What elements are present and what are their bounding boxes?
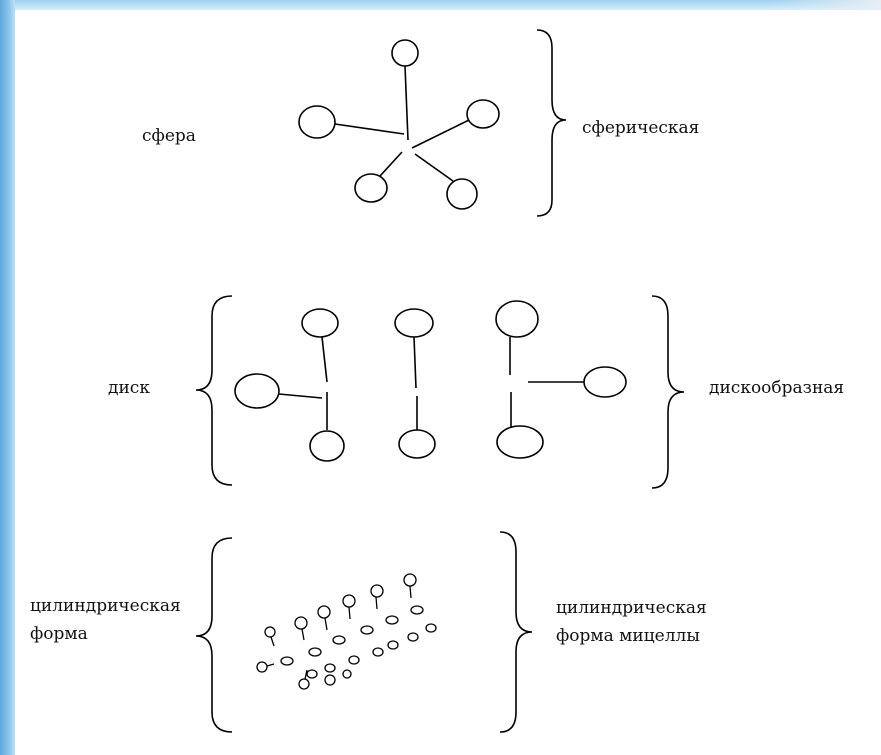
head-circle	[354, 173, 388, 203]
head-circle	[294, 616, 308, 630]
head-circle	[425, 623, 437, 633]
left-brace-cylinder	[195, 537, 233, 733]
head-circle	[306, 669, 318, 679]
head-circle	[394, 308, 434, 338]
head-circle	[317, 605, 331, 619]
head-circle	[309, 430, 345, 462]
tail-line	[334, 123, 405, 135]
right-brace-sphere	[536, 29, 567, 217]
left-decor-strip	[0, 0, 15, 755]
cylinder-right-label-line1: цилиндрическая	[556, 598, 707, 618]
right-brace-cylinder	[499, 531, 533, 733]
tail-line	[278, 393, 323, 399]
head-circle	[387, 640, 399, 650]
head-circle	[391, 39, 419, 67]
disk-right-label: дискообразная	[709, 378, 845, 398]
cylinder-micelle	[256, 573, 437, 690]
disk-left-label: диск	[108, 378, 150, 398]
head-circle	[332, 635, 346, 645]
head-circle	[410, 605, 424, 615]
tail-line	[414, 153, 454, 182]
top-decor-strip	[0, 0, 881, 10]
head-circle	[403, 573, 417, 587]
head-circle	[348, 655, 360, 665]
head-circle	[385, 615, 399, 625]
head-circle	[407, 632, 419, 642]
tail-line	[321, 336, 328, 383]
head-circle	[398, 429, 436, 459]
head-circle	[496, 425, 544, 459]
head-circle	[324, 663, 336, 673]
tail-line	[379, 151, 403, 177]
cylinder-right-label-line2: форма мицеллы	[556, 626, 700, 646]
sphere-left-label: сфера	[142, 126, 196, 146]
head-circle	[342, 594, 356, 608]
head-circle	[280, 656, 294, 666]
tail-line	[404, 65, 409, 141]
head-circle	[234, 373, 280, 409]
head-circle	[301, 308, 339, 338]
head-circle	[495, 300, 539, 338]
left-brace-disk	[195, 295, 233, 486]
head-circle	[466, 99, 500, 129]
head-circle	[446, 178, 478, 210]
head-circle	[324, 674, 336, 686]
head-circle	[264, 626, 276, 638]
tail-line	[411, 119, 470, 149]
disk-micelle	[234, 300, 627, 462]
head-circle	[360, 625, 374, 635]
right-brace-disk	[651, 295, 685, 489]
head-circle	[583, 366, 627, 398]
sphere-micelle	[298, 39, 500, 210]
head-circle	[370, 584, 384, 598]
head-circle	[372, 647, 384, 657]
cylinder-left-label-line1: цилиндрическая	[30, 596, 181, 616]
diagram-page	[15, 10, 881, 755]
head-circle	[308, 647, 322, 657]
head-circle	[298, 105, 336, 139]
head-circle	[256, 661, 268, 673]
tail-line	[413, 336, 417, 389]
sphere-right-label: сферическая	[582, 118, 700, 138]
cylinder-left-label-line2: форма	[30, 624, 88, 644]
head-circle	[342, 669, 352, 679]
head-circle	[298, 678, 310, 690]
